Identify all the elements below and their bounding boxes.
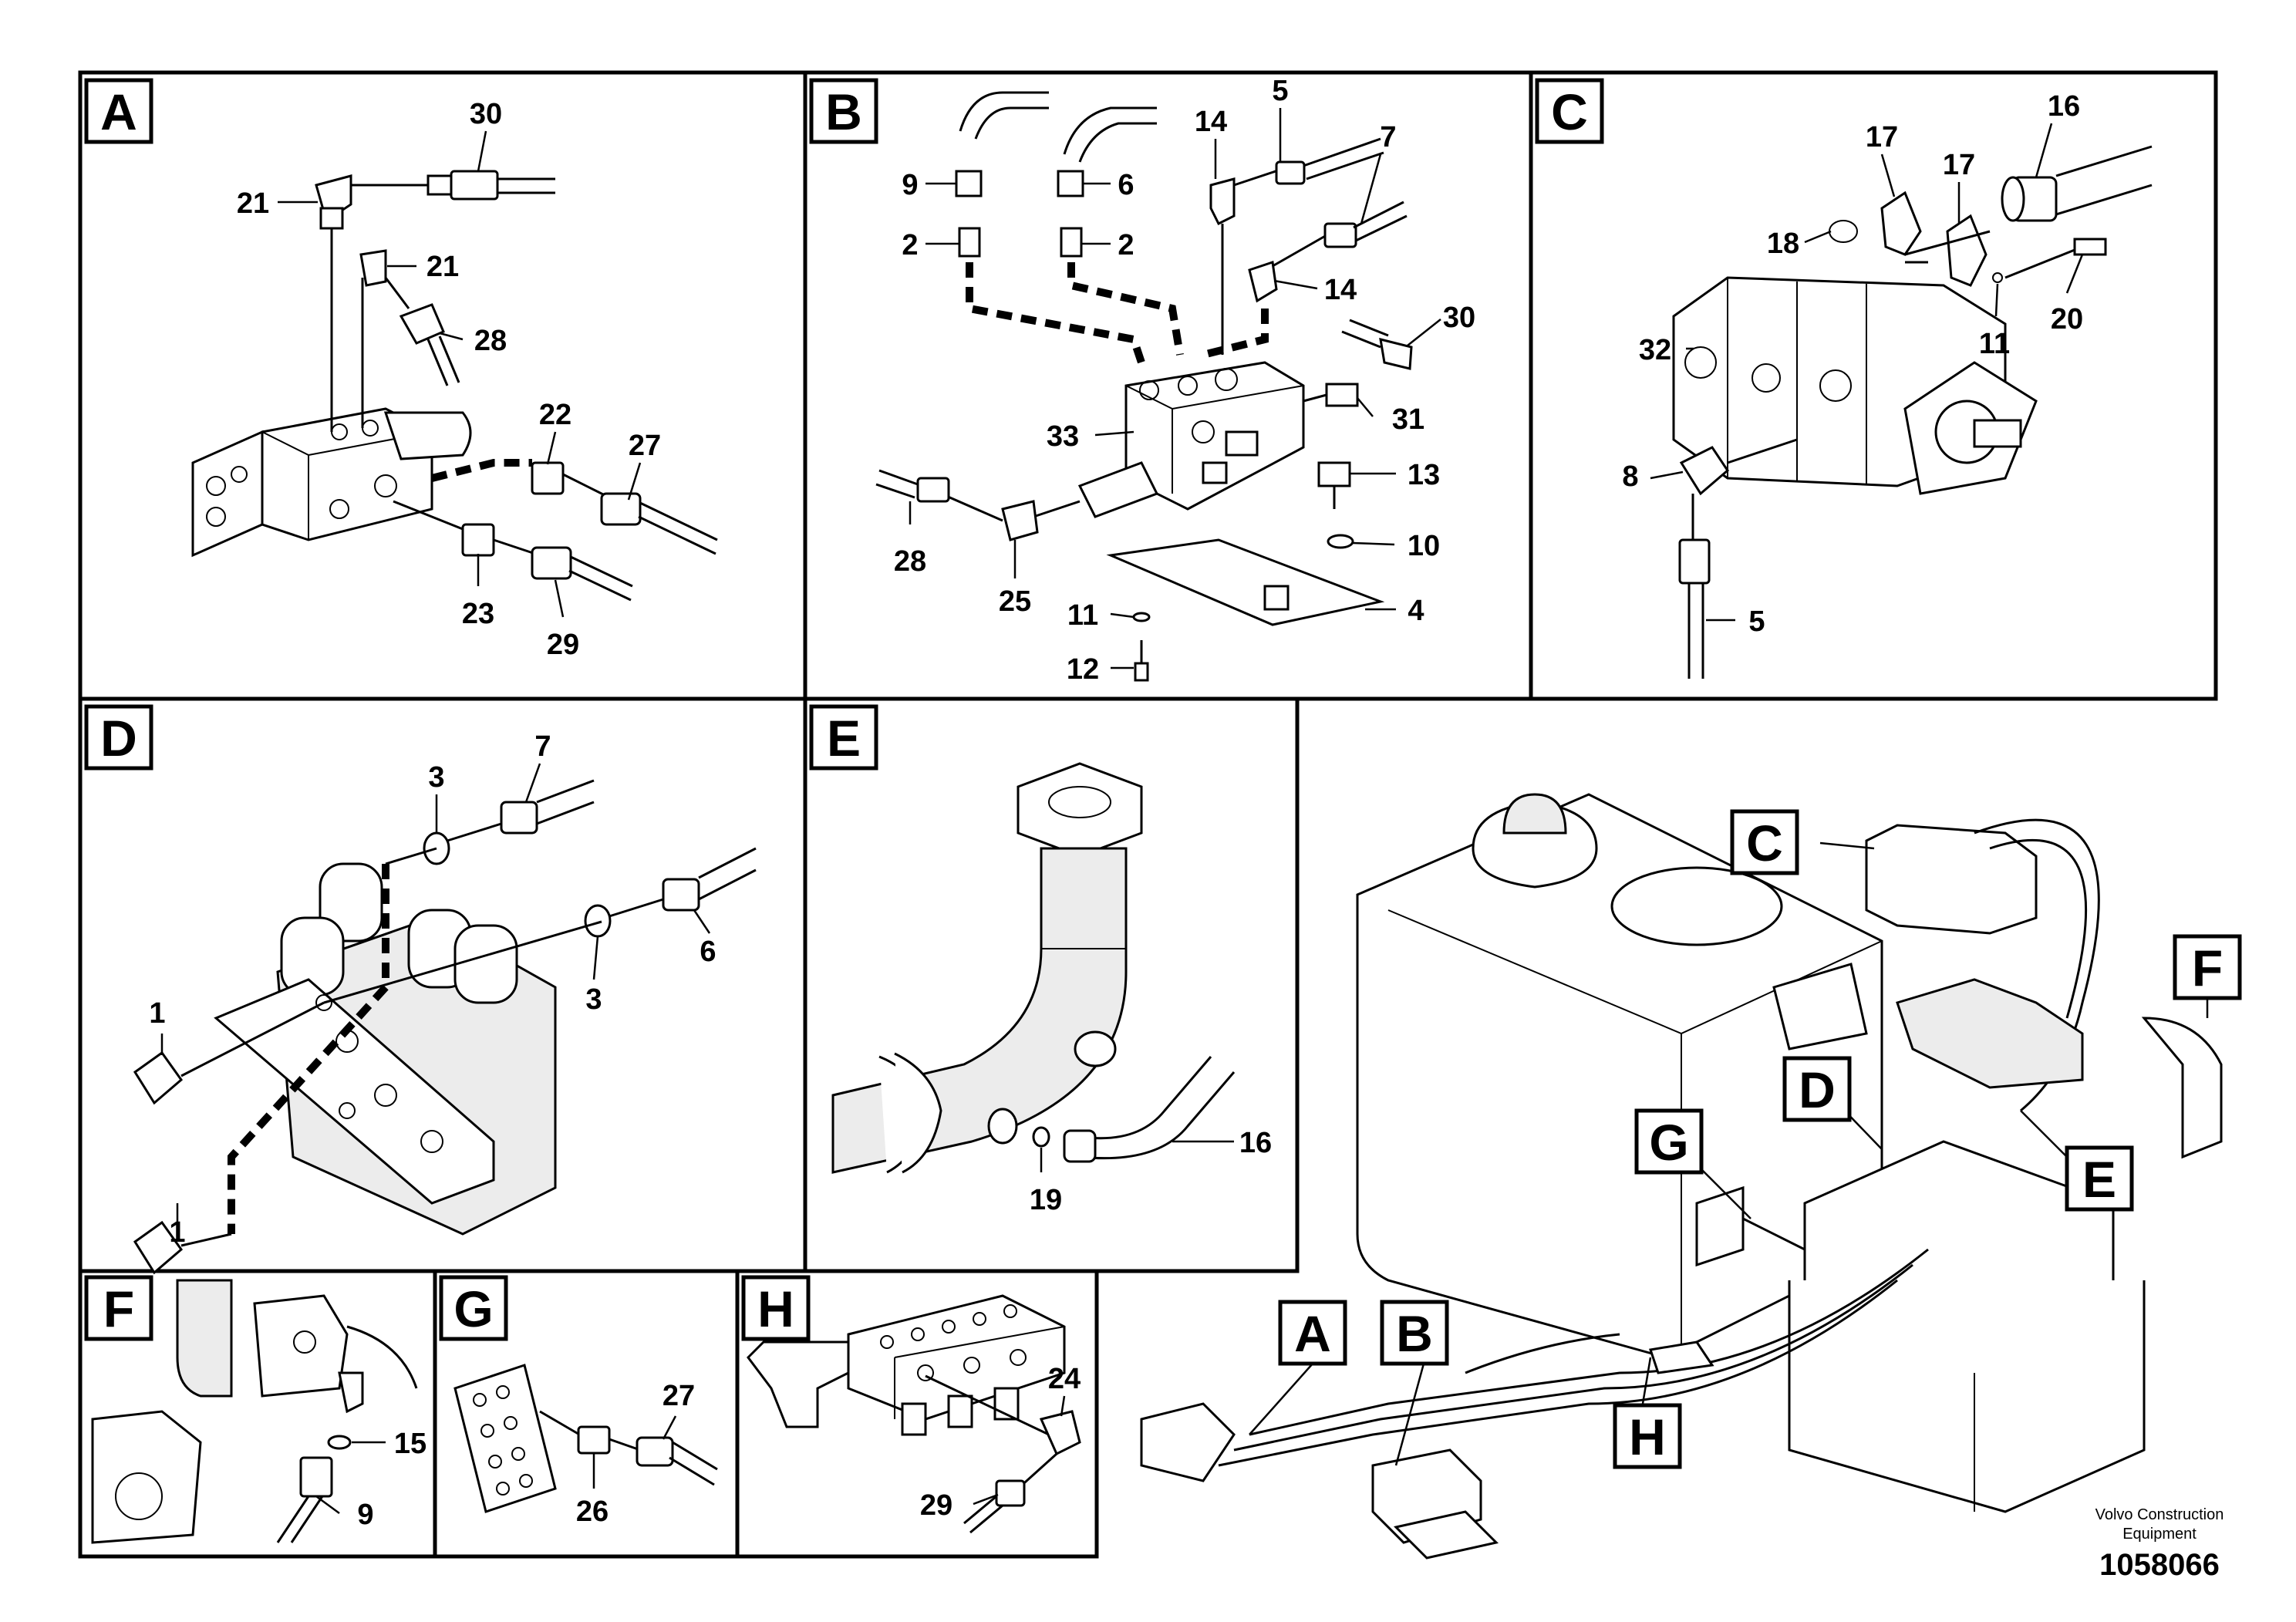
callout: 23 bbox=[462, 598, 494, 630]
callout: 19 bbox=[1030, 1184, 1062, 1216]
svg-text:G: G bbox=[453, 1280, 493, 1337]
callout: 15 bbox=[394, 1428, 426, 1460]
overview-label-a: A bbox=[1278, 1300, 1347, 1366]
callout: 6 bbox=[1118, 169, 1134, 201]
callout: 6 bbox=[700, 936, 716, 968]
overview-label-h: H bbox=[1613, 1403, 1682, 1469]
callout: 33 bbox=[1047, 420, 1079, 453]
panel-d-drawing: 7 3 6 3 1 1 bbox=[133, 730, 757, 1275]
callout: 30 bbox=[470, 98, 502, 130]
panel-g-drawing: 27 26 bbox=[453, 1364, 718, 1528]
panel-a-drawing: 30 21 21 28 22 27 23 29 bbox=[191, 98, 718, 661]
panel-g-label: G bbox=[439, 1275, 508, 1341]
callout: 26 bbox=[576, 1496, 609, 1528]
overview-label-f: F bbox=[2173, 934, 2242, 1000]
svg-text:A: A bbox=[1294, 1305, 1331, 1362]
callout: 12 bbox=[1067, 653, 1099, 686]
callout: 29 bbox=[547, 629, 579, 661]
callout: 9 bbox=[357, 1499, 373, 1531]
callout: 28 bbox=[894, 545, 926, 578]
overview-label-b: B bbox=[1380, 1300, 1449, 1366]
overview-label-g: G bbox=[1634, 1108, 1704, 1175]
footer-company-line2: Equipment bbox=[2122, 1526, 2197, 1543]
panel-e-drawing: 16 19 bbox=[831, 762, 1272, 1216]
svg-text:E: E bbox=[2082, 1151, 2116, 1208]
panel-c-frame bbox=[1529, 70, 2218, 701]
callout: 7 bbox=[1380, 121, 1396, 153]
panel-h-frame bbox=[735, 1269, 1099, 1559]
callout: 29 bbox=[920, 1489, 952, 1522]
panel-h-drawing: 24 29 bbox=[747, 1294, 1081, 1534]
callout: 8 bbox=[1622, 460, 1638, 493]
svg-text:D: D bbox=[1799, 1061, 1836, 1118]
svg-text:B: B bbox=[825, 83, 862, 140]
panel-b-drawing: 5 14 7 9 6 2 2 14 30 33 31 13 10 28 25 1… bbox=[875, 75, 1475, 686]
callout: 1 bbox=[169, 1216, 185, 1249]
callout: 1 bbox=[149, 997, 165, 1030]
svg-text:G: G bbox=[1649, 1114, 1688, 1171]
panel-a-frame bbox=[78, 70, 807, 701]
callout: 9 bbox=[902, 169, 918, 201]
panel-e-label: E bbox=[809, 704, 878, 771]
callout: 27 bbox=[663, 1380, 695, 1412]
callout: 11 bbox=[1067, 599, 1098, 632]
callout: 24 bbox=[1048, 1363, 1081, 1395]
callout: 20 bbox=[2051, 303, 2083, 336]
callout: 11 bbox=[1979, 328, 2010, 360]
svg-text:C: C bbox=[1746, 814, 1783, 872]
panel-f-drawing: 15 9 bbox=[91, 1279, 426, 1544]
panel-c-drawing: 16 17 17 18 32 11 20 8 5 bbox=[1622, 90, 2153, 679]
callout: 17 bbox=[1943, 149, 1975, 181]
panel-b-label: B bbox=[809, 78, 878, 144]
callout: 4 bbox=[1408, 595, 1424, 627]
svg-text:F: F bbox=[103, 1280, 134, 1337]
callout: 22 bbox=[539, 399, 571, 431]
callout: 31 bbox=[1392, 403, 1424, 436]
callout: 5 bbox=[1272, 75, 1288, 107]
svg-text:F: F bbox=[2192, 939, 2223, 996]
callout: 3 bbox=[428, 761, 444, 794]
callout: 2 bbox=[1118, 229, 1134, 261]
callout: 21 bbox=[237, 187, 269, 220]
callout: 16 bbox=[2048, 90, 2080, 123]
overview-label-d: D bbox=[1782, 1056, 1852, 1122]
overview-label-e: E bbox=[2065, 1145, 2134, 1212]
svg-text:E: E bbox=[827, 710, 861, 767]
callout: 30 bbox=[1443, 302, 1475, 334]
callout: 14 bbox=[1195, 106, 1227, 138]
svg-text:B: B bbox=[1396, 1305, 1433, 1362]
callout: 7 bbox=[534, 730, 551, 763]
svg-text:A: A bbox=[100, 83, 137, 140]
svg-text:H: H bbox=[1629, 1408, 1666, 1465]
callout: 17 bbox=[1866, 121, 1898, 153]
callout: 14 bbox=[1324, 274, 1357, 306]
callout: 25 bbox=[999, 585, 1031, 618]
callout: 16 bbox=[1239, 1127, 1272, 1159]
callout: 28 bbox=[474, 325, 507, 357]
overview-label-c: C bbox=[1730, 809, 1799, 875]
svg-text:C: C bbox=[1551, 83, 1588, 140]
svg-text:D: D bbox=[100, 710, 137, 767]
svg-text:H: H bbox=[757, 1280, 794, 1337]
overview-machine-drawing: C D G E F A B H bbox=[1140, 793, 2242, 1560]
callout: 3 bbox=[585, 983, 602, 1016]
callout: 2 bbox=[902, 229, 918, 261]
callout: 10 bbox=[1408, 530, 1440, 562]
callout: 13 bbox=[1408, 459, 1440, 491]
drawing-number: 1058066 bbox=[2099, 1548, 2220, 1582]
panel-d-label: D bbox=[84, 704, 153, 771]
callout: 18 bbox=[1767, 228, 1799, 260]
callout: 32 bbox=[1639, 334, 1671, 366]
callout: 27 bbox=[629, 430, 661, 462]
callout: 21 bbox=[426, 251, 459, 283]
panel-h-label: H bbox=[741, 1275, 811, 1341]
panel-a-label: A bbox=[84, 78, 153, 144]
callout: 5 bbox=[1748, 605, 1765, 638]
panel-f-label: F bbox=[84, 1275, 153, 1341]
panel-c-label: C bbox=[1535, 78, 1604, 144]
footer-company-line1: Volvo Construction bbox=[2095, 1506, 2224, 1523]
